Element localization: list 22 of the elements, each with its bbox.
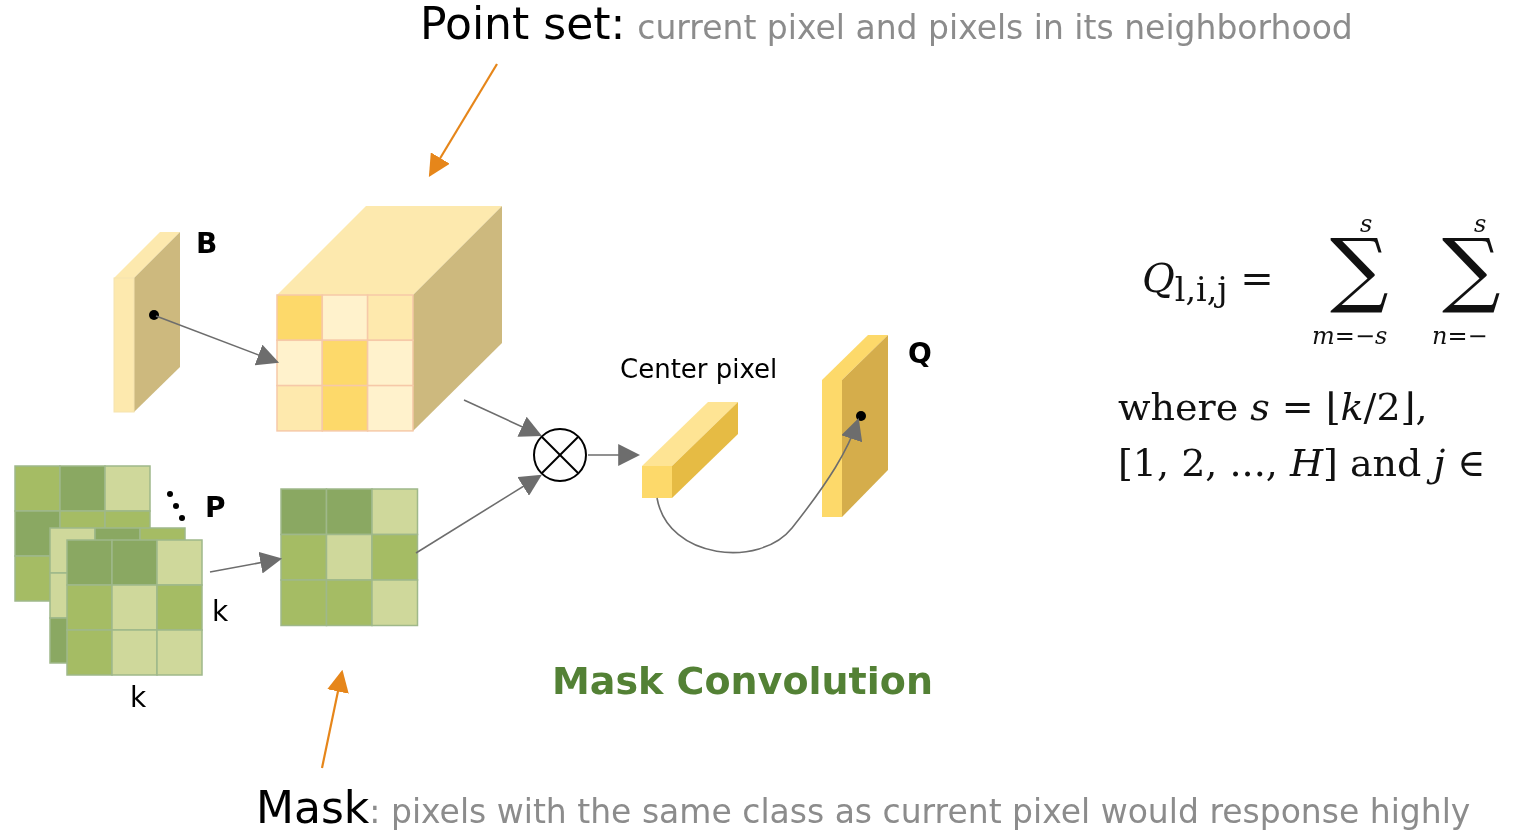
dimension-label: k: [130, 684, 147, 712]
node-label: P: [205, 494, 226, 522]
arrow: [415, 474, 542, 554]
arrow: [463, 399, 542, 437]
arrow: [428, 63, 498, 177]
callout-heading: Point set:: [420, 2, 626, 46]
callout-description: current pixel and pixels in its neighborhood: [637, 11, 1353, 44]
callout-description: : pixels with the same class as current pixel would response highly: [369, 795, 1471, 828]
arrow: [587, 444, 641, 466]
formula-text: Q$_{l,i,j}$ =: [1142, 258, 1274, 307]
arrow: [209, 551, 283, 574]
arrow: [320, 669, 349, 769]
formula-text: n=−: [1432, 324, 1488, 348]
arrow: [155, 315, 280, 366]
node-label: Center pixel: [620, 356, 778, 382]
node-label: B: [196, 230, 218, 258]
formula-text: where s = ⌊k/2⌋,: [1118, 388, 1428, 426]
callout-heading: Mask: [256, 786, 370, 830]
formula-text: m=−s: [1312, 324, 1388, 348]
dimension-label: k: [212, 598, 229, 626]
node-label: Q: [908, 340, 932, 368]
diagram-title: Mask Convolution: [552, 662, 933, 700]
